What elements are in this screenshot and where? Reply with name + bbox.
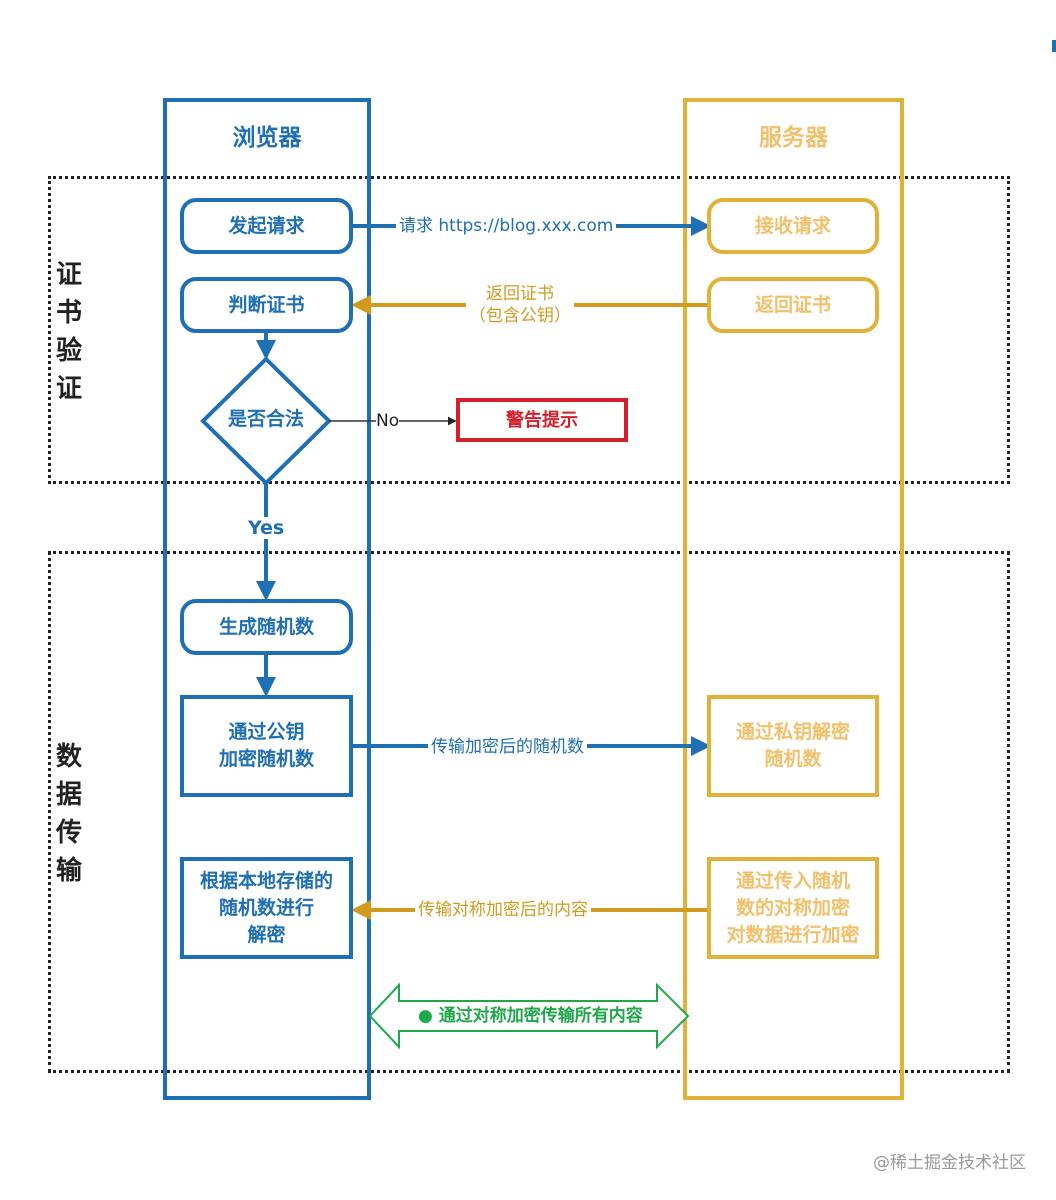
- edge-label-all-symmetric: ● 通过对称加密传输所有内容: [418, 1006, 643, 1026]
- section-data-transfer: [48, 551, 1010, 1073]
- section-cert-verify: [48, 176, 1010, 484]
- node-warning: 警告提示: [456, 398, 628, 442]
- edge-label-send-symmetric-content: 传输对称加密后的内容: [415, 899, 591, 921]
- node-decrypt-private: 通过私钥解密 随机数: [707, 695, 879, 797]
- lane-server: [683, 98, 904, 1100]
- edge-label-send-encrypted-random: 传输加密后的随机数: [428, 736, 587, 758]
- lane-browser: [163, 98, 371, 1100]
- edge-label-request: 请求 https://blog.xxx.com: [396, 215, 617, 237]
- edge-label-return-cert: 返回证书 （包含公钥）: [466, 283, 574, 327]
- section-label-cert-verify: 证 书 验 证: [55, 260, 82, 404]
- double-arrow-symmetric: [368, 982, 690, 1050]
- edge-label-no: No: [376, 410, 400, 432]
- edge-label-yes: Yes: [248, 517, 285, 539]
- node-gen-random: 生成随机数: [180, 599, 353, 655]
- lane-title-browser: 浏览器: [232, 125, 302, 151]
- node-return-cert: 返回证书: [707, 277, 879, 333]
- section-label-data-transfer: 数 据 传 输: [55, 742, 82, 886]
- edge-accent: [1052, 40, 1056, 52]
- node-encrypt-symmetric: 通过传入随机 数的对称加密 对数据进行加密: [707, 857, 879, 959]
- node-receive-request: 接收请求: [707, 198, 879, 254]
- node-judge-cert: 判断证书: [180, 277, 353, 333]
- node-decrypt-local: 根据本地存储的 随机数进行 解密: [180, 857, 353, 959]
- lane-title-server: 服务器: [759, 125, 828, 151]
- watermark: @稀土掘金技术社区: [873, 1153, 1026, 1173]
- node-encrypt-random: 通过公钥 加密随机数: [180, 695, 353, 797]
- node-is-valid: 是否合法: [227, 408, 304, 430]
- node-send-request: 发起请求: [180, 198, 353, 254]
